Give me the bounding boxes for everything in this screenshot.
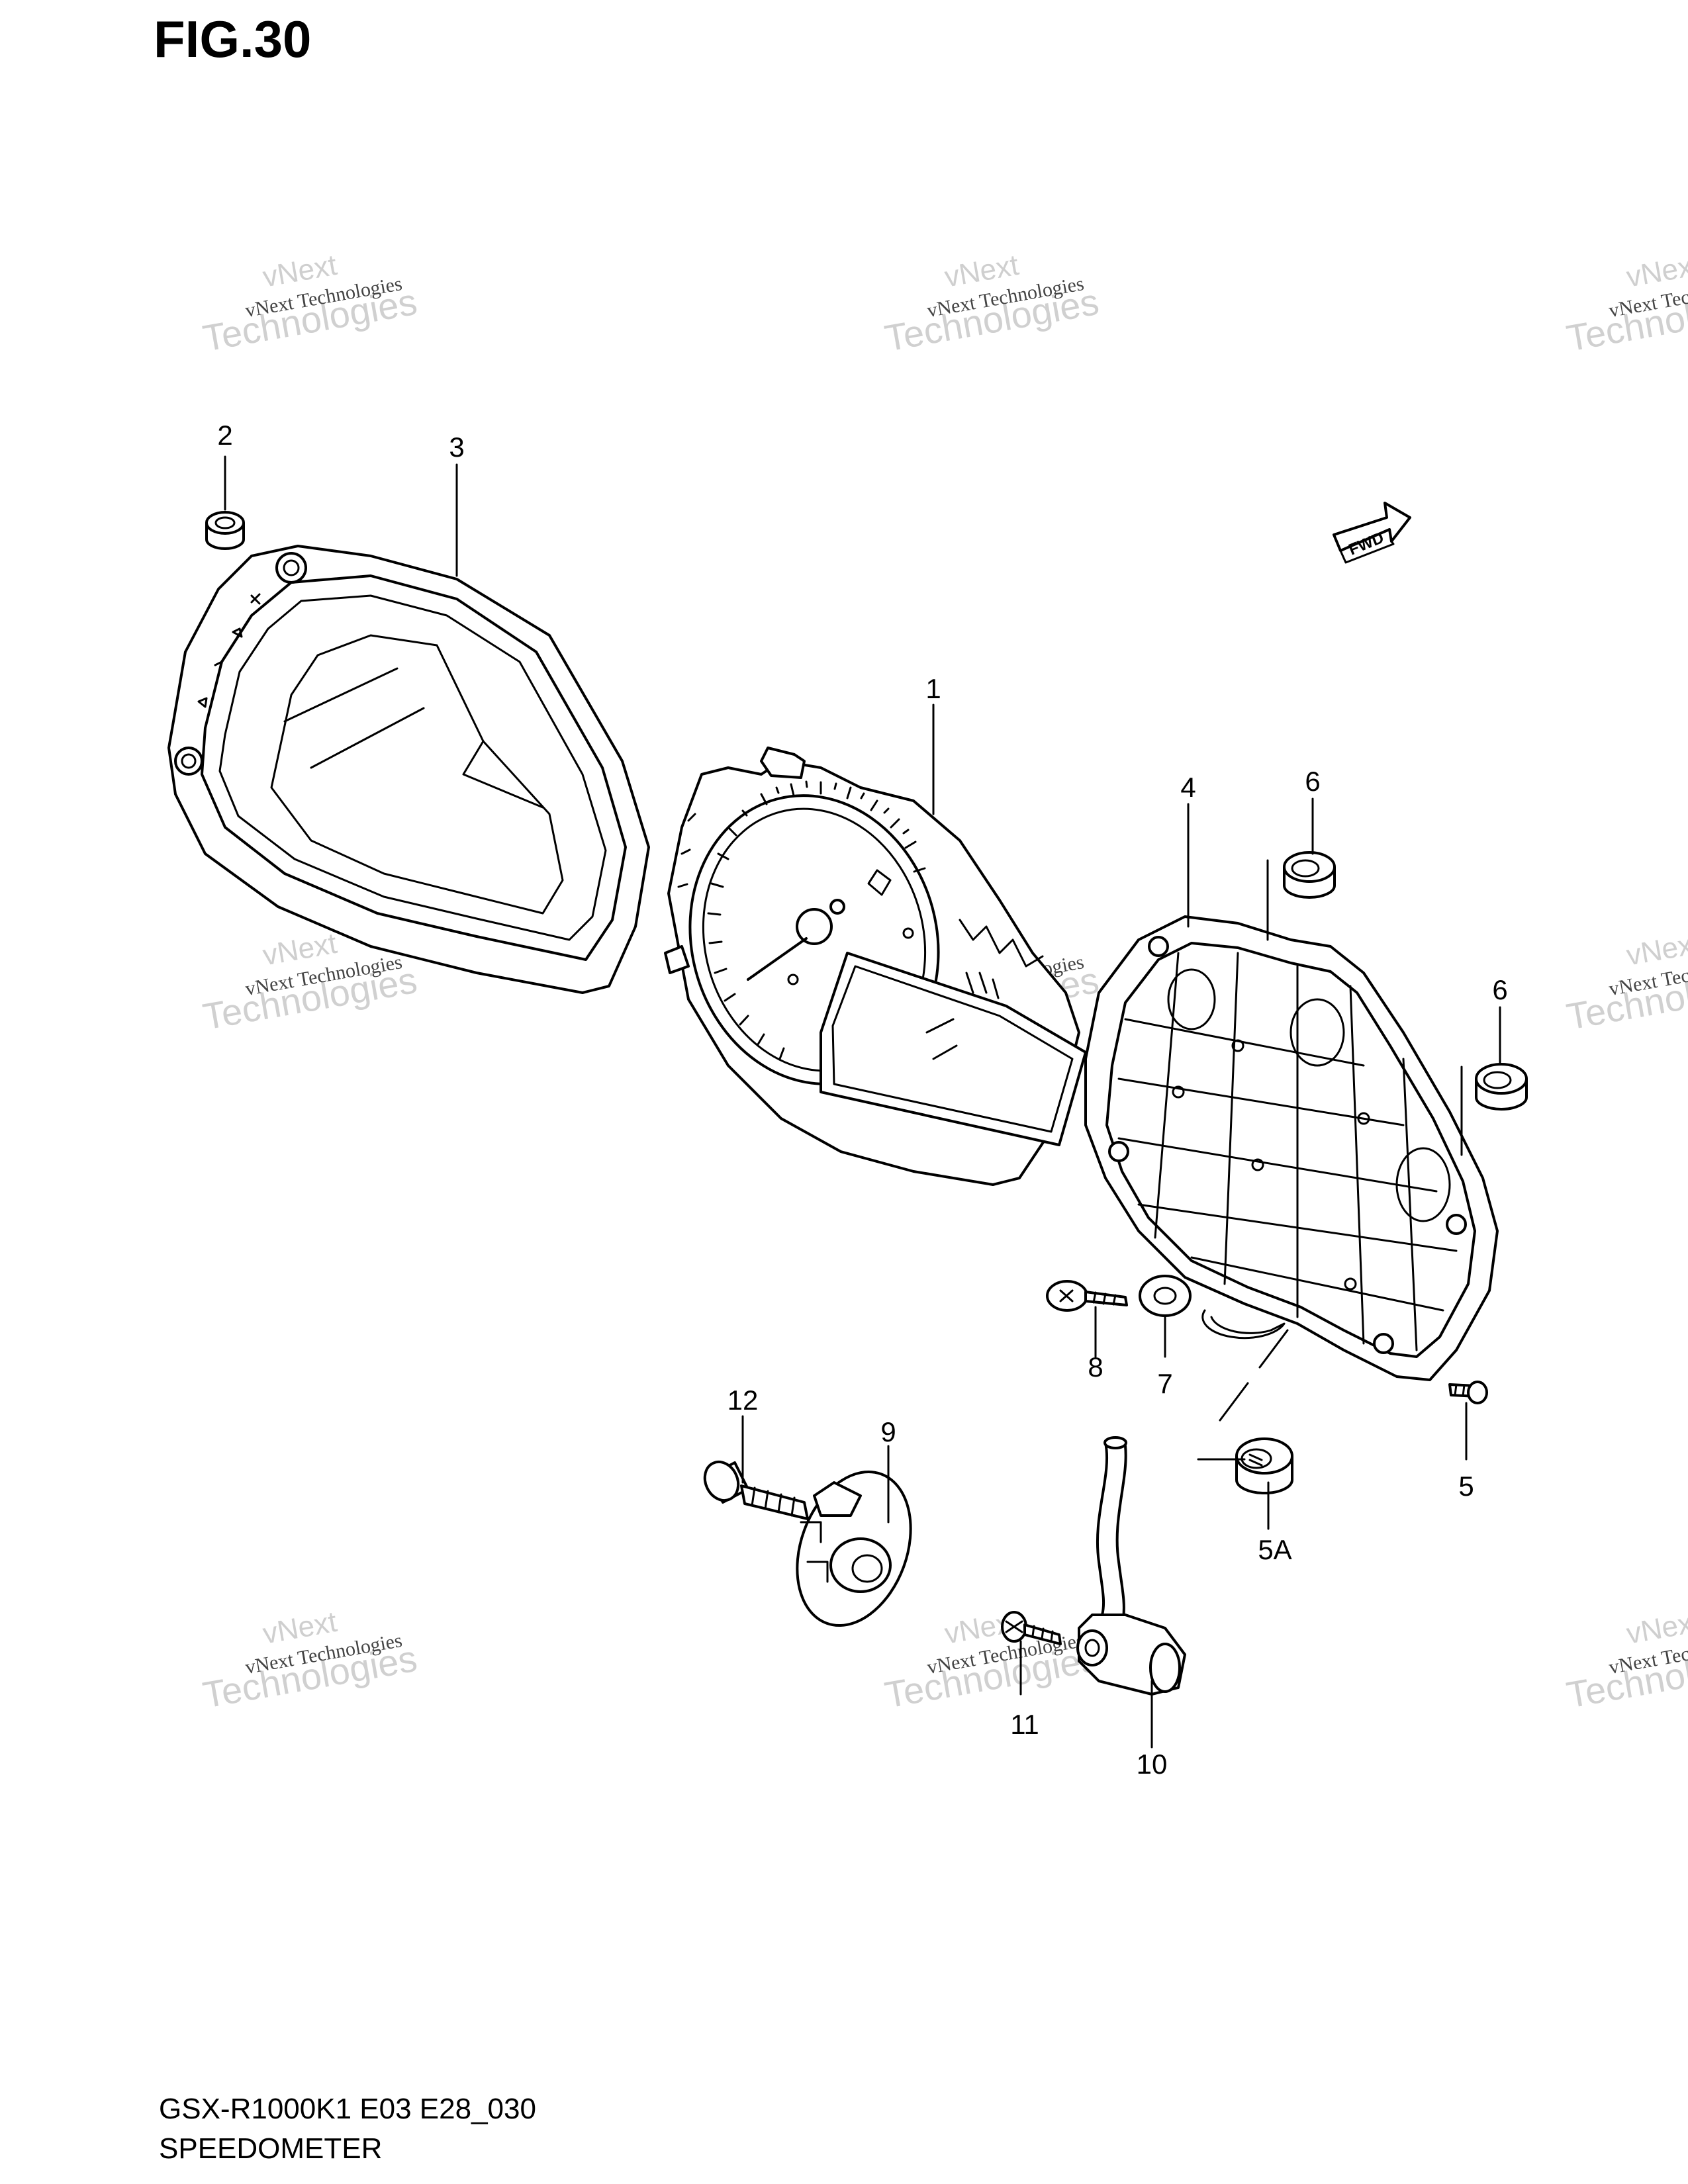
callout-2: 2 xyxy=(217,420,232,451)
watermark-text: vNext xyxy=(1624,1606,1688,1651)
callout-labels: 2 3 1 4 6 6 7 8 12 9 5 5A 11 10 xyxy=(217,420,1507,1780)
callout-10: 10 xyxy=(1137,1749,1168,1780)
watermark: vNext Technologies vNext Technologies xyxy=(882,249,1102,359)
callout-11: 11 xyxy=(1010,1709,1039,1740)
meter-case-part-4 xyxy=(1084,915,1499,1381)
model-code: GSX-R1000K1 E03 E28_030 xyxy=(159,2093,536,2125)
callout-4: 4 xyxy=(1180,772,1196,803)
watermark: vNext Technologies vNext Technologies xyxy=(1564,927,1688,1038)
meter-cover-part-3 xyxy=(167,545,650,994)
grommet-part-2 xyxy=(205,511,245,550)
callout-5: 5 xyxy=(1458,1471,1474,1502)
callout-9: 9 xyxy=(880,1416,896,1447)
watermark-text: vNext xyxy=(1624,927,1688,972)
fwd-arrow-icon: FWD xyxy=(1333,502,1411,564)
callout-5a: 5A xyxy=(1258,1534,1291,1565)
washer-part-7 xyxy=(1139,1275,1192,1317)
watermark: vNext Technologies vNext Technologies xyxy=(200,249,420,359)
bracket-part-9 xyxy=(796,1470,912,1627)
assembly-name: SPEEDOMETER xyxy=(159,2132,383,2165)
callout-1: 1 xyxy=(925,673,941,704)
callout-6-lower: 6 xyxy=(1492,974,1507,1005)
figure-title: FIG.30 xyxy=(154,10,312,68)
cushion-part-5a xyxy=(1235,1437,1293,1494)
watermark: vNext Technologies vNext Technologies xyxy=(882,1606,1102,1716)
watermark: vNext Technologies vNext Technologies xyxy=(1564,1606,1688,1716)
callout-8: 8 xyxy=(1088,1351,1103,1383)
meter-assembly-part-1 xyxy=(664,747,1087,1186)
callout-6-upper: 6 xyxy=(1305,766,1320,797)
grommet-part-6-upper xyxy=(1283,851,1336,899)
callout-7: 7 xyxy=(1157,1368,1172,1399)
bolt-part-12 xyxy=(703,1460,809,1520)
watermark-text: vNext xyxy=(1624,249,1688,294)
callout-3: 3 xyxy=(449,432,464,463)
grommet-part-6-lower xyxy=(1475,1063,1528,1111)
screw-part-11 xyxy=(1001,1611,1062,1645)
leader-lines xyxy=(224,455,1501,1749)
watermark: vNext Technologies vNext Technologies xyxy=(200,1606,420,1716)
screw-part-8 xyxy=(1046,1280,1128,1312)
callout-12: 12 xyxy=(727,1385,759,1416)
screw-part-5 xyxy=(1448,1381,1488,1404)
watermark: vNext Technologies vNext Technologies xyxy=(1564,249,1688,359)
speed-sensor-part-10 xyxy=(1076,1436,1186,1696)
